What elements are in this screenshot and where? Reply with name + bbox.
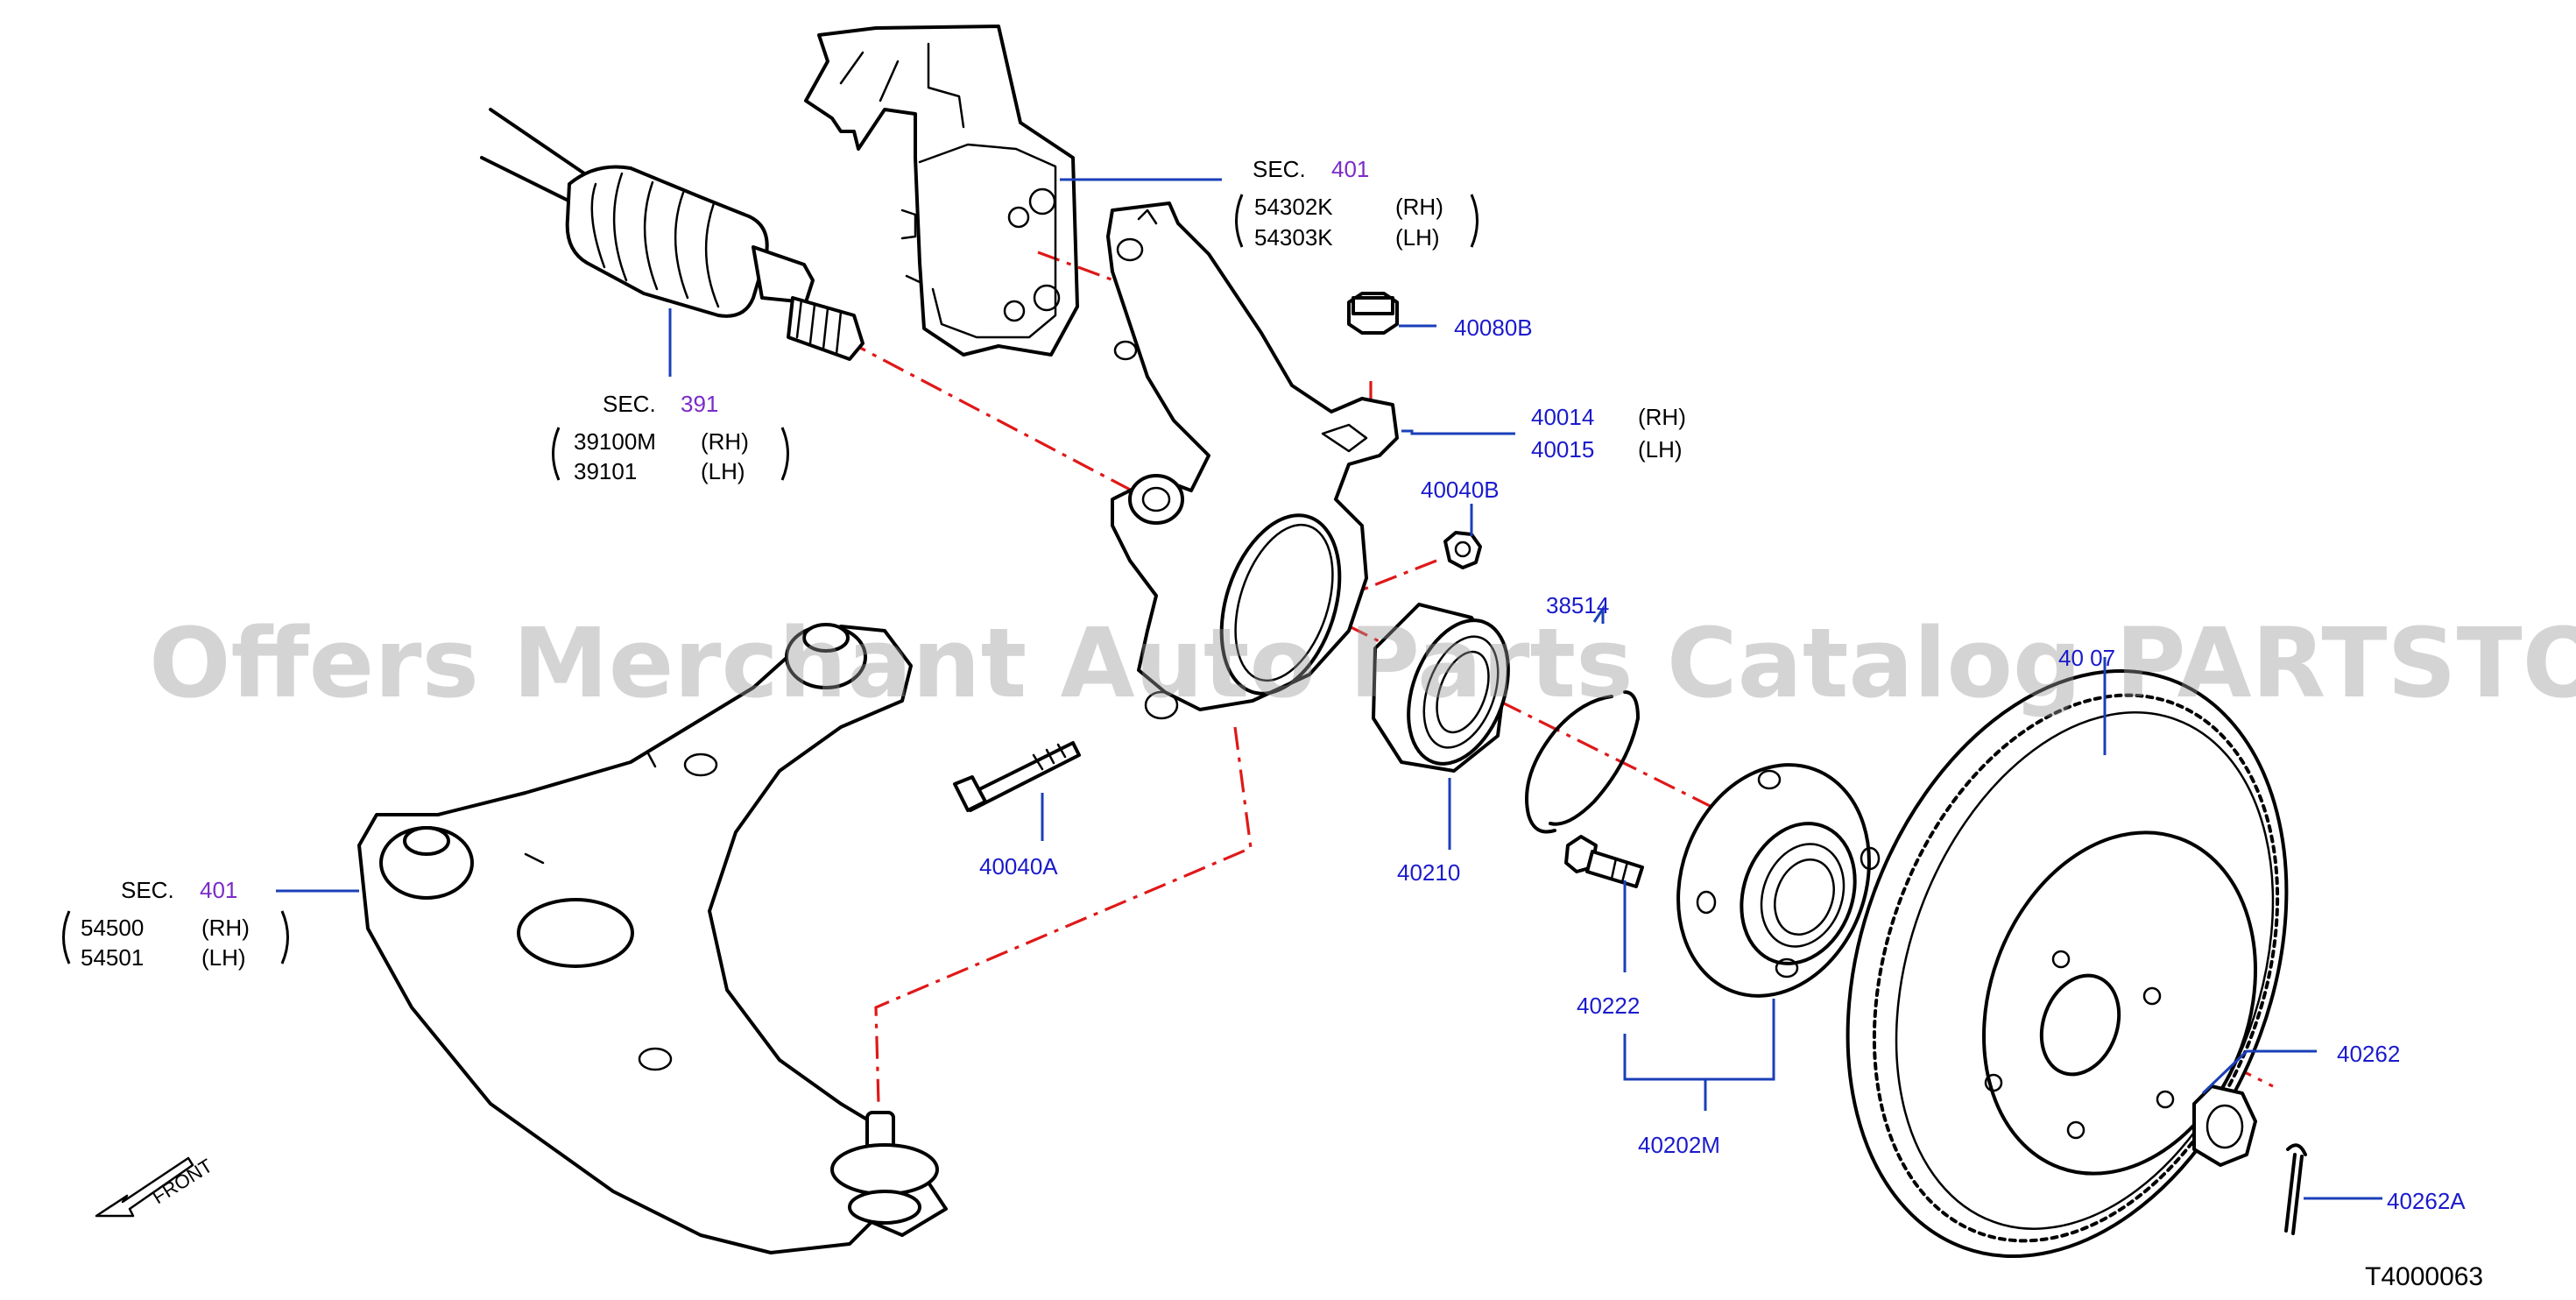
axle-nut-40262: [2192, 1085, 2257, 1167]
side-rh: (RH): [1395, 194, 1443, 220]
sec-prefix: SEC.: [1253, 156, 1306, 182]
sec-number: 401: [1331, 156, 1369, 182]
diagram-code: T4000063: [2365, 1262, 2483, 1291]
steering-knuckle: [1106, 201, 1399, 720]
wheel-hub-40202M: [1676, 763, 1881, 998]
section-ref-lower-arm: SEC. 401 54500 (RH) 54501 (LH): [81, 877, 250, 971]
label-38514[interactable]: 38514: [1546, 592, 1609, 618]
section-ref-drive-shaft: SEC. 391 39100M (RH) 39101 (LH): [574, 391, 749, 484]
part-number-labels: 40080B 40014 (RH) 40015 (LH) 40040B 3851…: [979, 314, 2466, 1214]
label-40014-side: (RH): [1638, 404, 1686, 430]
section-ref-strut: SEC. 401 54302K (RH) 54303K (LH): [1253, 156, 1443, 251]
part-number-lh: 54303K: [1254, 224, 1333, 251]
label-40040A[interactable]: 40040A: [979, 853, 1058, 880]
snap-ring-38514: [1525, 690, 1640, 834]
part-number-rh: 54500: [81, 915, 144, 941]
drive-shaft: [480, 108, 865, 361]
brake-rotor-40207: [1846, 668, 2289, 1259]
label-40014[interactable]: 40014: [1531, 404, 1594, 430]
part-number-rh: 54302K: [1254, 194, 1333, 220]
label-40262A[interactable]: 40262A: [2387, 1188, 2466, 1214]
nut-40080B: [1347, 292, 1399, 335]
strut-assembly: [804, 25, 1079, 357]
side-lh: (LH): [701, 458, 745, 484]
nut-40040B: [1443, 531, 1482, 569]
front-direction-arrow: [95, 1156, 194, 1218]
label-40202M[interactable]: 40202M: [1638, 1132, 1720, 1158]
label-40015[interactable]: 40015: [1531, 436, 1594, 463]
label-40080B[interactable]: 40080B: [1454, 314, 1533, 341]
side-lh: (LH): [1395, 224, 1440, 251]
part-number-lh: 39101: [574, 458, 637, 484]
label-40040B[interactable]: 40040B: [1421, 477, 1500, 503]
watermark: Offers Merchant Auto Parts Catalog PARTS…: [149, 607, 2576, 719]
cotter-pin-40262A: [2284, 1143, 2307, 1235]
side-rh: (RH): [201, 915, 250, 941]
sec-number: 401: [200, 877, 237, 903]
label-40015-side: (LH): [1638, 436, 1683, 463]
sec-prefix: SEC.: [603, 391, 656, 417]
hub-bolt-40222: [1564, 835, 1644, 888]
side-rh: (RH): [701, 428, 749, 455]
sec-prefix: SEC.: [121, 877, 174, 903]
label-40262[interactable]: 40262: [2337, 1041, 2400, 1067]
part-number-rh: 39100M: [574, 428, 656, 455]
side-lh: (LH): [201, 944, 246, 971]
lower-control-arm: [357, 623, 948, 1254]
label-40210[interactable]: 40210: [1397, 859, 1460, 886]
leader-lines: [276, 178, 2382, 1200]
section-brackets: [62, 194, 1479, 964]
bolt-40040A: [953, 741, 1081, 812]
label-40222[interactable]: 40222: [1577, 993, 1640, 1019]
label-40207[interactable]: 40 07: [2058, 645, 2115, 671]
ball-joint: [830, 1111, 939, 1225]
sec-number: 391: [681, 391, 718, 417]
wheel-bearing-40210: [1372, 603, 1510, 773]
part-number-lh: 54501: [81, 944, 144, 971]
